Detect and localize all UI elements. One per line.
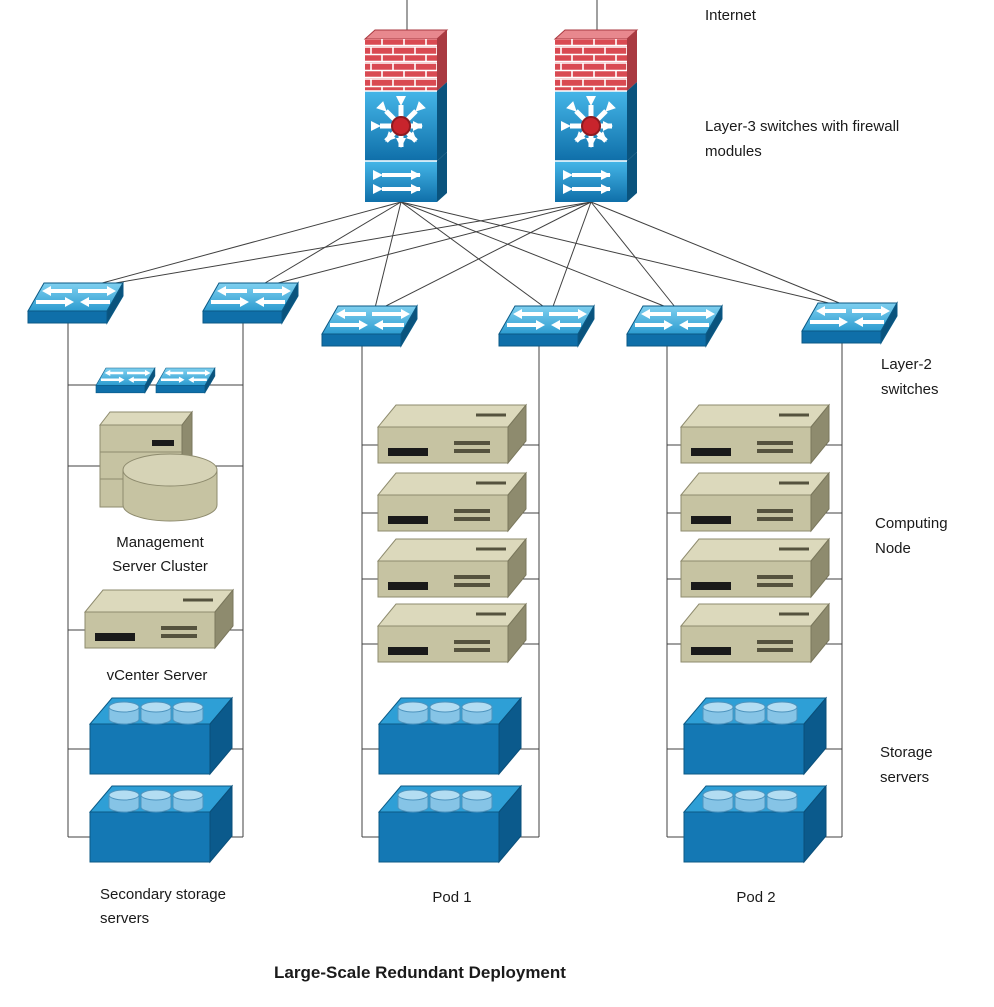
- pod2-computing-node-3: [679, 537, 831, 599]
- secondary-storage-server-2: [89, 785, 233, 863]
- label-computing-line1: Computing: [875, 515, 948, 532]
- label-pod1: Pod 1: [432, 889, 471, 906]
- label-storage-line1: Storage: [880, 744, 933, 761]
- management-switch-2: [155, 367, 216, 394]
- layer2-switch-4: [498, 305, 595, 347]
- label-management-line2: Server Cluster: [112, 558, 208, 575]
- label-layer2-line2: switches: [881, 381, 939, 398]
- label-secondary-line2: servers: [100, 910, 149, 927]
- diagram-title: Large-Scale Redundant Deployment: [274, 963, 566, 982]
- secondary-storage-server-1: [89, 697, 233, 775]
- pod2-storage-server-2: [683, 785, 827, 863]
- label-storage-line2: servers: [880, 769, 929, 786]
- pod1-computing-node-2: [376, 471, 528, 533]
- label-management-line1: Management: [116, 534, 204, 551]
- label-layer3-line1: Layer-3 switches with firewall: [705, 118, 899, 135]
- layer2-switch-2: [202, 282, 299, 324]
- pod1-computing-node-4: [376, 602, 528, 664]
- layer2-switch-3: [321, 305, 418, 347]
- pod1-storage-server-2: [378, 785, 522, 863]
- vcenter-server: [83, 588, 235, 650]
- label-layer3-line2: modules: [705, 143, 762, 160]
- uplink-fan-lines: [79, 201, 855, 313]
- management-disk: [122, 453, 218, 522]
- pod1-computing-node-1: [376, 403, 528, 465]
- layer2-switch-6: [801, 302, 898, 344]
- pod2-computing-node-2: [679, 471, 831, 533]
- layer2-switch-1: [27, 282, 124, 324]
- label-vcenter: vCenter Server: [107, 667, 208, 684]
- label-pod2: Pod 2: [736, 889, 775, 906]
- pod2-storage-server-1: [683, 697, 827, 775]
- label-internet: Internet: [705, 7, 757, 24]
- internet-uplink-lines: [406, 0, 598, 32]
- pod1-storage-server-1: [378, 697, 522, 775]
- layer3-firewall-switch-1: [365, 30, 447, 202]
- label-layer2-line1: Layer-2: [881, 356, 932, 373]
- layer2-switch-5: [626, 305, 723, 347]
- layer3-firewall-switch-2: [555, 30, 637, 202]
- management-switch-1: [95, 367, 156, 394]
- pod2-computing-node-4: [679, 602, 831, 664]
- pod1-computing-node-3: [376, 537, 528, 599]
- label-computing-line2: Node: [875, 540, 911, 557]
- pod2-computing-node-1: [679, 403, 831, 465]
- label-secondary-line1: Secondary storage: [100, 886, 226, 903]
